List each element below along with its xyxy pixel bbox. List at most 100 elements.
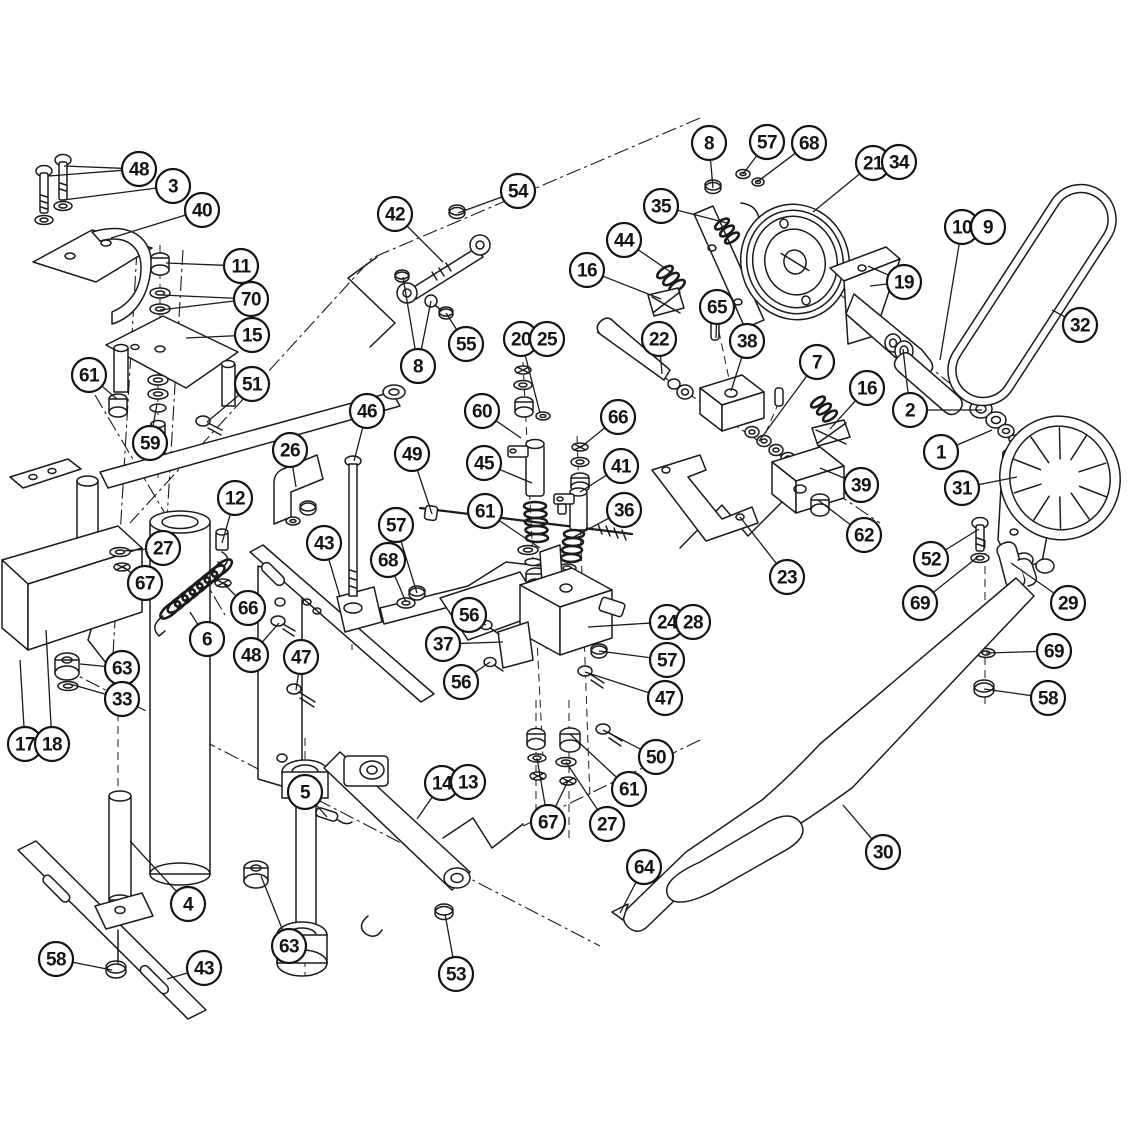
callout-59-8: 59 <box>131 403 169 462</box>
callout-61-54: 61 <box>569 733 648 808</box>
leader-line-43 <box>328 559 341 598</box>
balloon-label-33: 33 <box>112 690 132 711</box>
leader-line-10 <box>939 243 960 361</box>
balloon-label-58: 58 <box>46 950 66 971</box>
leader-line-20 <box>524 355 541 414</box>
callout-48-0: 48 <box>48 150 158 188</box>
callout-60-43: 60 <box>463 392 522 439</box>
balloon-16 <box>568 251 606 289</box>
callout-57-65: 57 <box>742 123 786 175</box>
balloon-47 <box>282 638 320 676</box>
balloon-label-30: 30 <box>873 843 893 864</box>
leader-line-57 <box>400 541 418 594</box>
callout-24-49: 24 <box>587 603 686 641</box>
balloon-label-66: 66 <box>608 408 628 429</box>
callout-7-74: 7 <box>758 343 836 442</box>
balloon-34 <box>880 143 918 181</box>
balloon-label-66: 66 <box>238 599 258 620</box>
balloon-label-47: 47 <box>655 689 675 710</box>
callout-43-21: 43 <box>166 949 223 987</box>
leader-line-18 <box>45 629 52 728</box>
callout-52-82: 52 <box>912 528 980 578</box>
leader-line-4 <box>129 840 177 892</box>
leader-line-19 <box>869 283 888 287</box>
balloon-16 <box>848 369 886 407</box>
balloon-label-52: 52 <box>921 550 941 571</box>
balloon-label-18: 18 <box>42 735 62 756</box>
balloon-69 <box>1035 632 1073 670</box>
leader-line-64 <box>619 881 637 914</box>
callout-8-64: 8 <box>690 124 728 189</box>
leader-line-2 <box>902 348 909 394</box>
leader-line-32 <box>1051 309 1066 318</box>
balloon-label-40: 40 <box>192 201 212 222</box>
balloon-27 <box>144 529 182 567</box>
balloon-label-70: 70 <box>241 290 261 311</box>
balloon-37 <box>424 625 462 663</box>
idler-pulley-assembly <box>647 168 934 378</box>
balloon-31 <box>943 469 981 507</box>
callout-4-19: 4 <box>129 840 207 923</box>
balloon-label-45: 45 <box>474 454 495 475</box>
balloon-label-48: 48 <box>241 646 261 667</box>
balloon-25 <box>528 320 566 358</box>
callout-33-18: 33 <box>69 680 141 718</box>
balloon-label-44: 44 <box>614 231 635 252</box>
balloon-12 <box>216 479 254 517</box>
leader-line-27 <box>122 548 147 552</box>
callout-2-76: 2 <box>891 348 982 429</box>
callout-35-62: 35 <box>642 187 728 225</box>
leader-line-47 <box>295 673 300 691</box>
leader-line-51 <box>206 394 240 423</box>
leader-line-12 <box>221 514 231 544</box>
balloon-61 <box>610 770 648 808</box>
balloon-label-50: 50 <box>646 748 666 769</box>
callout-61-6: 61 <box>70 356 118 400</box>
balloon-label-56: 56 <box>451 673 471 694</box>
leader-line-52 <box>945 528 980 551</box>
balloon-52 <box>912 540 950 578</box>
leader-line-61 <box>569 733 618 778</box>
callout-51-7: 51 <box>206 365 271 423</box>
balloon-label-6: 6 <box>202 630 212 651</box>
balloon-39 <box>842 466 880 504</box>
balloon-13 <box>449 763 487 801</box>
leader-line-8 <box>402 276 416 350</box>
callout-1-77: 1 <box>922 429 993 471</box>
balloon-label-11: 11 <box>232 257 252 278</box>
callout-66-13: 66 <box>222 582 267 627</box>
callout-56-39: 56 <box>450 596 488 634</box>
balloon-label-42: 42 <box>385 205 405 226</box>
balloon-label-22: 22 <box>649 330 669 351</box>
leader-line-69 <box>985 650 1038 654</box>
balloon-58 <box>1029 679 1067 717</box>
leader-line-31 <box>978 476 1018 486</box>
balloon-30 <box>864 833 902 871</box>
callout-68-66: 68 <box>756 124 828 183</box>
leader-line-67 <box>554 780 569 808</box>
callout-64-57: 64 <box>619 848 663 914</box>
callout-55-30: 55 <box>445 312 485 363</box>
balloon-label-61: 61 <box>79 366 100 387</box>
leader-line-70 <box>159 300 235 311</box>
lift-lever-assembly <box>611 516 1038 932</box>
balloon-43 <box>185 949 223 987</box>
balloon-label-46: 46 <box>357 402 377 423</box>
leader-line-67 <box>121 565 132 574</box>
callout-22-59: 22 <box>640 320 678 375</box>
balloon-70 <box>232 280 270 318</box>
leader-line-36 <box>571 517 610 539</box>
leader-line-11 <box>165 262 225 266</box>
leader-line-43 <box>166 972 188 980</box>
balloon-47 <box>646 679 684 717</box>
leader-line-68 <box>394 575 407 603</box>
leader-line-38 <box>730 356 743 392</box>
balloon-48 <box>120 150 158 188</box>
callout-48-36: 48 <box>232 622 280 674</box>
leader-line-61 <box>101 385 118 400</box>
balloon-label-53: 53 <box>446 965 466 986</box>
leader-line-48 <box>261 622 280 643</box>
balloon-27 <box>588 805 626 843</box>
